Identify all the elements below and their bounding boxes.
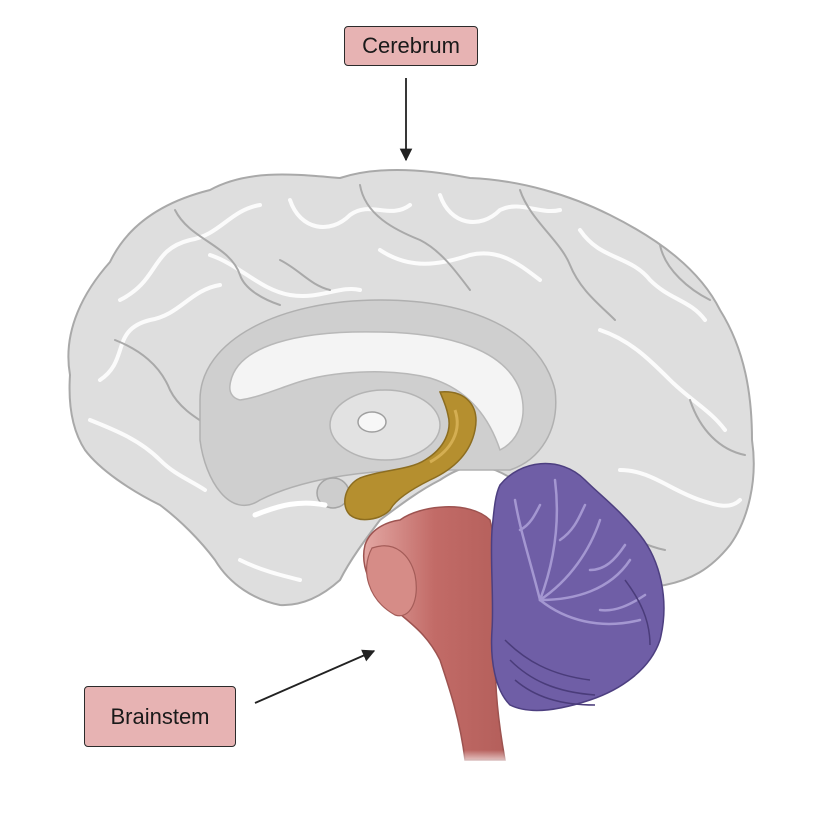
cerebellum-shape: [490, 462, 665, 712]
cerebrum-folds: [88, 193, 742, 582]
interthalamic-adhesion: [357, 411, 387, 433]
brainstem-fade: [440, 690, 520, 765]
pons-bulge: [365, 545, 417, 617]
corpus-callosum: [229, 331, 524, 452]
brainstem-arrow: [254, 649, 376, 704]
cerebellum-outer-folds: [504, 579, 651, 706]
cerebrum-label: Cerebrum: [344, 26, 478, 66]
golden-structure: [344, 391, 477, 521]
optic-region: [252, 500, 328, 518]
brainstem-label: Brainstem: [84, 686, 236, 747]
golden-structure-highlight: [429, 409, 459, 464]
cerebellum-folia: [513, 478, 647, 626]
